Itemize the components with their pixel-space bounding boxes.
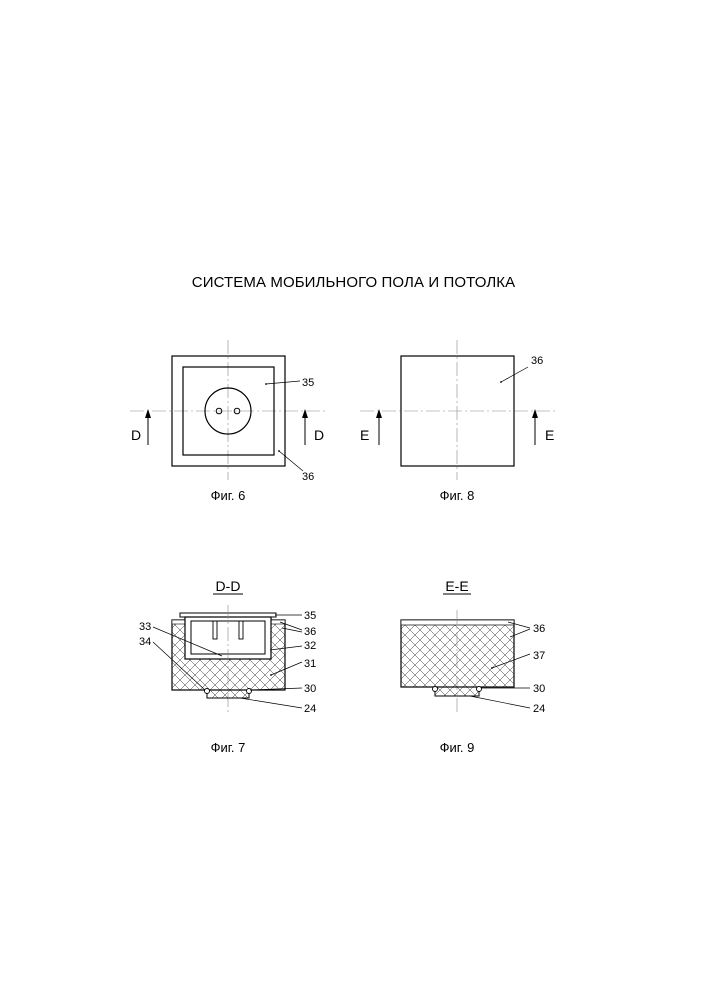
- ref-label-24: 24: [533, 703, 545, 715]
- seal-ring-left: [205, 689, 210, 694]
- ref-label-24: 24: [304, 703, 316, 715]
- ref-label-36: 36: [304, 626, 316, 638]
- ref-label-30: 30: [304, 683, 316, 695]
- figure-caption: Фиг. 6: [211, 488, 246, 503]
- ref-label-35: 35: [304, 610, 316, 622]
- ref-label-30: 30: [533, 683, 545, 695]
- figure-caption: Фиг. 9: [440, 740, 475, 755]
- ref-label-32: 32: [304, 640, 316, 652]
- section-title: D-D: [216, 578, 241, 594]
- ref-label-31: 31: [304, 658, 316, 670]
- section-letter-right: D: [314, 427, 324, 443]
- figure-8-panel-top-view: E E 36 Фиг. 8: [360, 340, 555, 503]
- section-letter-left: E: [360, 427, 369, 443]
- socket-pin-right: [239, 621, 243, 639]
- seal-ring-right: [247, 689, 252, 694]
- section-title: E-E: [445, 578, 468, 594]
- seal-ring-left: [433, 687, 438, 692]
- insulation-body: [401, 620, 514, 687]
- figure-7-section-d-d: D-D 35 36 32: [139, 578, 316, 755]
- bottom-fastener: [435, 687, 479, 696]
- ref-label-36: 36: [302, 471, 314, 483]
- figure-9-section-e-e: E-E 36 37 30 24 Фиг. 9: [401, 578, 545, 755]
- section-letter-left: D: [131, 427, 141, 443]
- bottom-fastener: [207, 690, 249, 698]
- figure-6-socket-top-view: D D 35 36 Фиг. 6: [130, 340, 326, 503]
- section-letter-right: E: [545, 427, 554, 443]
- top-cover-layer: [401, 620, 514, 625]
- ref-label-36: 36: [533, 623, 545, 635]
- ref-label-37: 37: [533, 650, 545, 662]
- ref-label-36: 36: [531, 355, 543, 367]
- ref-label-35: 35: [302, 377, 314, 389]
- ref-label-33: 33: [139, 621, 151, 633]
- socket-pin-left: [213, 621, 217, 639]
- figure-caption: Фиг. 7: [211, 740, 246, 755]
- ref-label-34: 34: [139, 636, 151, 648]
- figure-caption: Фиг. 8: [440, 488, 475, 503]
- seal-ring-right: [477, 687, 482, 692]
